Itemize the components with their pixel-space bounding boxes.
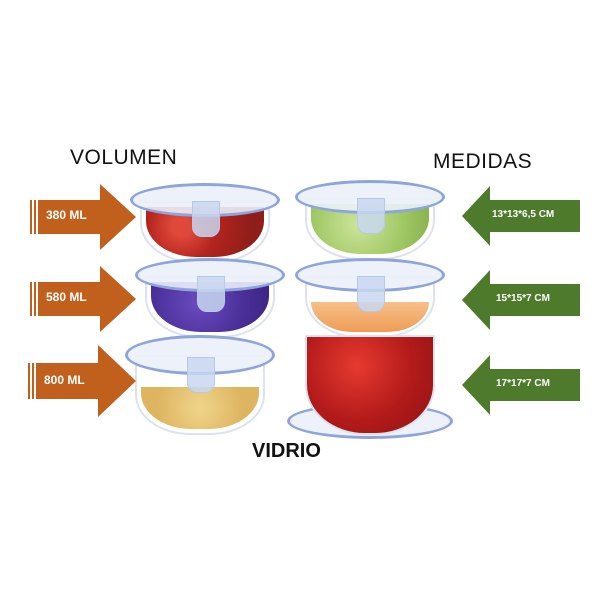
strawberries (307, 337, 433, 433)
arrow-right-icon (30, 184, 136, 250)
volume-arrow-580: 580 ML (30, 266, 140, 332)
container-small (295, 180, 445, 270)
arrow-right-icon (28, 345, 136, 417)
volume-heading: VOLUMEN (70, 146, 178, 169)
size-arrow-medium: 15*15*7 CM (462, 270, 580, 330)
arrow-right-icon (30, 266, 136, 332)
volume-arrow-800: 800 ML (28, 345, 138, 417)
container-large (287, 325, 453, 445)
size-arrow-small: 13*13*6,5 CM (462, 186, 580, 246)
chickpeas (141, 387, 259, 429)
arrow-left-icon (462, 355, 580, 415)
arrow-left-icon (462, 186, 580, 246)
container-800ml (125, 335, 275, 445)
size-arrow-large: 17*17*7 CM (462, 355, 580, 415)
volume-arrow-380: 380 ML (30, 184, 140, 250)
material-heading: VIDRIO (252, 440, 321, 462)
container-580ml (135, 258, 285, 343)
measures-heading: MEDIDAS (433, 150, 533, 173)
arrow-left-icon (462, 270, 580, 330)
container-380ml (130, 183, 280, 273)
container-medium (295, 258, 445, 343)
